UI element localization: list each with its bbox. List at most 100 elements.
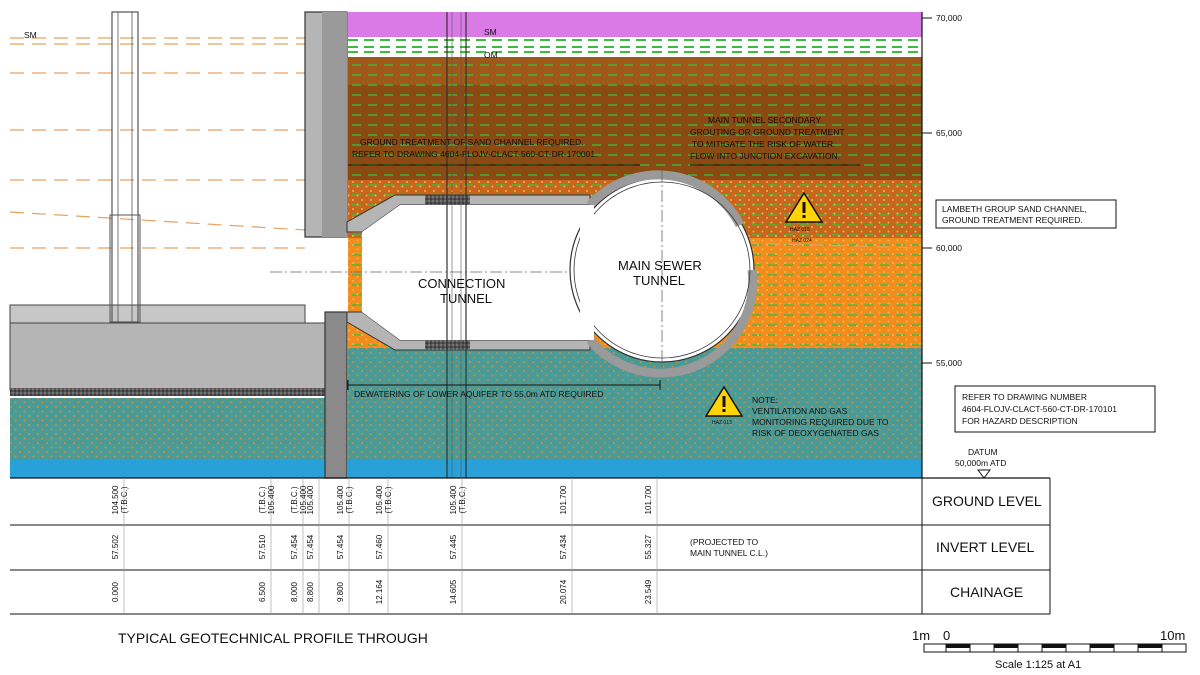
sm-label-left: SM xyxy=(24,30,37,40)
table-columns: 104.500(T.B.C.)57.5020.000(T.B.C.)105.40… xyxy=(111,478,658,614)
sm-label-right: SM xyxy=(484,27,497,37)
header-invert-level: INVERT LEVEL xyxy=(936,539,1035,555)
datum-marker: DATUM 50,000m ATD xyxy=(955,447,1006,479)
note-main-tunnel-grouting: MAIN TUNNEL SECONDARY GROUTING OR GROUND… xyxy=(690,115,845,161)
note-refer-line2: 4604-FLOJV-CLACT-560-CT-DR-170101 xyxy=(962,404,1117,414)
elevation-70: 70,000 xyxy=(936,13,962,23)
scale-label-left: 1m xyxy=(912,628,930,643)
note-grouting-line3: TO MITIGATE THE RISK OF WATER xyxy=(692,139,833,149)
note-dewatering: DEWATERING OF LOWER AQUIFER TO 55,0m ATD… xyxy=(354,389,603,399)
connection-tunnel-label-2: TUNNEL xyxy=(440,291,492,306)
chainage-value: 12.164 xyxy=(375,579,384,604)
note-ventilation-line3: MONITORING REQUIRED DUE TO xyxy=(752,417,889,427)
note-ground-treatment: GROUND TREATMENT OF SAND CHANNEL REQUIRE… xyxy=(352,137,597,159)
om-label: OM xyxy=(484,50,498,60)
note-ground-treatment-line1: GROUND TREATMENT OF SAND CHANNEL REQUIRE… xyxy=(360,137,584,147)
profile-table: GROUND LEVEL INVERT LEVEL CHAINAGE (PROJ… xyxy=(10,477,1051,615)
ground-level-note: 105.400 xyxy=(299,485,308,514)
ground-level-value: 105.400 xyxy=(336,485,345,514)
ground-level-value: 101.700 xyxy=(644,485,653,514)
invert-level-value: 57.510 xyxy=(258,534,267,559)
chalk-blue-layer xyxy=(348,460,922,478)
datum-line2: 50,000m ATD xyxy=(955,458,1006,468)
connection-tunnel xyxy=(270,194,720,351)
note-lambeth-line2: GROUND TREATMENT REQUIRED. xyxy=(942,215,1083,225)
note-ventilation: NOTE: VENTILATION AND GAS MONITORING REQ… xyxy=(752,395,889,438)
elevation-axis: 70,000 65,000 60,000 55,000 xyxy=(921,12,962,478)
note-ground-treatment-line2: REFER TO DRAWING 4604-FLOJV-CLACT-560-CT… xyxy=(352,149,597,159)
main-sewer-tunnel xyxy=(569,170,758,378)
ground-level-note: (T.B.C.) xyxy=(345,486,354,513)
left-ground-profile xyxy=(9,11,923,478)
chainage-value: 23.549 xyxy=(644,579,653,604)
header-chainage: CHAINAGE xyxy=(950,584,1023,600)
ground-level-note: (T.B.C.) xyxy=(458,486,467,513)
left-shaft-column xyxy=(111,11,139,323)
shaft-walls xyxy=(304,11,348,479)
ground-level-note: (T.B.C.) xyxy=(120,486,129,513)
scale-caption: Scale 1:125 at A1 xyxy=(995,659,1081,671)
ground-level-value: 105.400 xyxy=(449,485,458,514)
note-lambeth-line1: LAMBETH GROUP SAND CHANNEL, xyxy=(942,204,1087,214)
chainage-value: 20.074 xyxy=(559,579,568,604)
note-grouting-line4: FLOW INTO JUNCTION EXCAVATION. xyxy=(690,151,840,161)
chainage-value: 8.800 xyxy=(306,581,315,602)
ground-level-value: (T.B.C.) xyxy=(258,486,267,513)
chainage-value: 9.800 xyxy=(336,581,345,602)
chainage-value: 6.500 xyxy=(258,581,267,602)
invert-level-value: 57.502 xyxy=(111,534,120,559)
invert-level-value: 57.434 xyxy=(559,534,568,559)
ground-level-note: (T.B.C.) xyxy=(384,486,393,513)
central-ladder xyxy=(446,12,467,478)
ground-level-value: 104.500 xyxy=(111,485,120,514)
hazard-code-upper-2: HAZ 024 xyxy=(792,238,812,244)
invert-level-value: 57.460 xyxy=(375,534,384,559)
hazard-icon-lower: HAZ 013 xyxy=(704,385,744,426)
chainage-value: 14.605 xyxy=(449,579,458,604)
left-chalk-layer xyxy=(10,460,325,478)
chainage-value: 8.000 xyxy=(290,581,299,602)
note-lambeth-box: LAMBETH GROUP SAND CHANNEL, GROUND TREAT… xyxy=(935,199,1117,229)
invert-level-value: 55.327 xyxy=(644,534,653,559)
annotation-lines xyxy=(347,164,860,390)
note-grouting-line2: GROUTING OR GROUND TREATMENT xyxy=(690,127,845,137)
ground-level-value: 101.700 xyxy=(559,485,568,514)
header-ground-level: GROUND LEVEL xyxy=(932,493,1042,509)
invert-level-value: 57.454 xyxy=(336,534,345,559)
chainage-value: 0.000 xyxy=(111,581,120,602)
elevation-65: 65,000 xyxy=(936,128,962,138)
note-refer-line3: FOR HAZARD DESCRIPTION xyxy=(962,416,1078,426)
note-grouting-line1: MAIN TUNNEL SECONDARY xyxy=(708,115,822,125)
elevation-55: 55,000 xyxy=(936,358,962,368)
main-sewer-label-2: TUNNEL xyxy=(633,273,685,288)
note-ventilation-line2: VENTILATION AND GAS xyxy=(752,406,848,416)
hazard-code-upper-1: HAZ 015 xyxy=(790,227,810,233)
projected-note-line1: (PROJECTED TO xyxy=(690,537,759,547)
ground-level-value: (T.B.C.) xyxy=(290,486,299,513)
elevation-60: 60,000 xyxy=(936,243,962,253)
alluvium-layer xyxy=(348,37,922,57)
hazard-icon-upper: HAZ 015 HAZ 024 xyxy=(784,191,824,244)
projected-note-line2: MAIN TUNNEL C.L.) xyxy=(690,548,768,558)
note-refer-line1: REFER TO DRAWING NUMBER xyxy=(962,392,1087,402)
note-refer-drawing-box: REFER TO DRAWING NUMBER 4604-FLOJV-CLACT… xyxy=(954,385,1156,433)
left-base-slab xyxy=(9,322,326,391)
ground-level-value: 105.400 xyxy=(306,485,315,514)
scale-label-zero: 0 xyxy=(943,628,950,643)
note-ventilation-line4: RISK OF DEOXYGENATED GAS xyxy=(752,428,879,438)
ground-level-value: 105.400 xyxy=(375,485,384,514)
left-slab xyxy=(9,304,306,324)
hazard-code-lower: HAZ 013 xyxy=(712,420,732,426)
invert-level-value: 57.454 xyxy=(306,534,315,559)
invert-level-value: 57.445 xyxy=(449,534,458,559)
made-ground-layer xyxy=(348,12,922,37)
ground-level-note: 105.400 xyxy=(267,485,276,514)
scale-bar: 1m 0 10m Scale 1:125 at A1 xyxy=(912,628,1187,671)
shaft-wall-lower xyxy=(324,311,348,479)
datum-line1: DATUM xyxy=(968,447,998,457)
drawing-title: TYPICAL GEOTECHNICAL PROFILE THROUGH xyxy=(118,630,428,646)
main-sewer-label-1: MAIN SEWER xyxy=(618,258,702,273)
scale-label-right: 10m xyxy=(1160,628,1185,643)
note-ventilation-line1: NOTE: xyxy=(752,395,778,405)
